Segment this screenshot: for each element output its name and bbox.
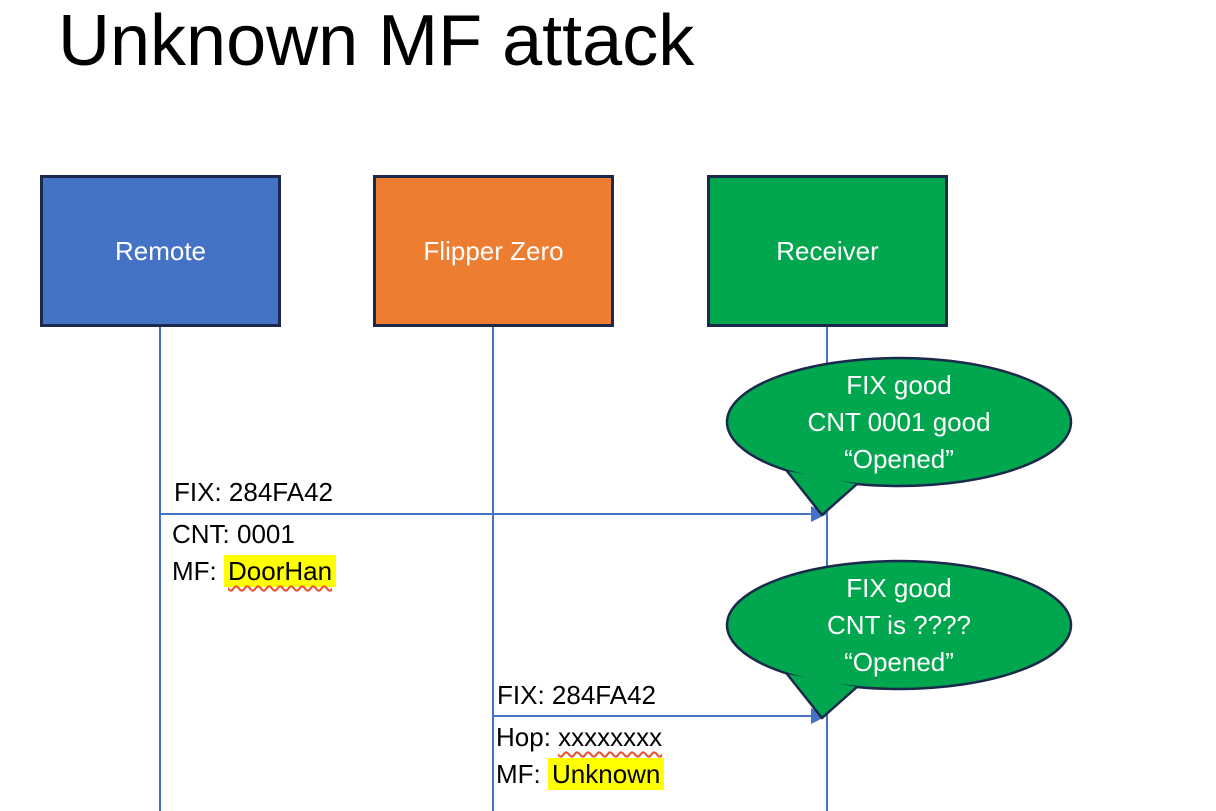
- message2-line3-value-highlighted: Unknown: [548, 758, 665, 790]
- message2-line2: Hop: xxxxxxxx: [496, 722, 662, 753]
- callout2-bubble-icon: [725, 559, 1073, 720]
- actor-box-receiver: Receiver: [707, 175, 948, 327]
- callout1-line2: CNT 0001 good: [807, 407, 991, 437]
- lifeline-flipper-zero: [492, 327, 494, 811]
- message2-line2-value-squiggled: xxxxxxxx: [558, 722, 663, 752]
- callout2-line2: CNT is ????: [826, 610, 972, 640]
- message1-line2-value: 0001: [237, 519, 295, 549]
- message1-line3: MF: DoorHan: [172, 555, 337, 587]
- message2-line2-prefix: Hop:: [496, 722, 559, 752]
- slide-title: Unknown MF attack: [58, 1, 695, 81]
- actor-box-remote: Remote: [40, 175, 281, 327]
- actor-label-remote: Remote: [114, 235, 207, 266]
- callout2-line1: FIX good: [846, 573, 952, 603]
- callout1-line3: “Opened”: [844, 444, 954, 474]
- message2-line3: MF: Unknown: [496, 758, 665, 790]
- message2-arrow-line: [494, 715, 812, 717]
- actor-box-flipper-zero: Flipper Zero: [373, 175, 614, 327]
- callout1-bubble-icon: [725, 356, 1073, 517]
- actor-label-flipper-zero: Flipper Zero: [423, 235, 564, 266]
- lifeline-remote: [159, 327, 161, 811]
- actor-label-receiver: Receiver: [776, 235, 879, 266]
- message1-arrow-line: [160, 513, 812, 515]
- message2-line3-prefix: MF:: [496, 759, 548, 789]
- message1-line1: FIX: 284FA42: [174, 477, 333, 508]
- callout1-text: FIX good CNT 0001 good “Opened”: [725, 367, 1073, 478]
- message2-line1-value: 284FA42: [551, 680, 656, 710]
- callout1-line1: FIX good: [846, 370, 952, 400]
- message1-line1-value: 284FA42: [228, 477, 333, 507]
- message1-line1-prefix: FIX:: [174, 477, 229, 507]
- message1-line2-prefix: CNT:: [172, 519, 237, 549]
- callout2-line3: “Opened”: [844, 647, 954, 677]
- callout2-text: FIX good CNT is ???? “Opened”: [725, 570, 1073, 681]
- message1-line2: CNT: 0001: [172, 519, 295, 550]
- message2-line1: FIX: 284FA42: [497, 680, 656, 711]
- message2-line1-prefix: FIX:: [497, 680, 552, 710]
- message1-line3-value-highlighted: DoorHan: [224, 555, 337, 587]
- message1-line3-prefix: MF:: [172, 556, 224, 586]
